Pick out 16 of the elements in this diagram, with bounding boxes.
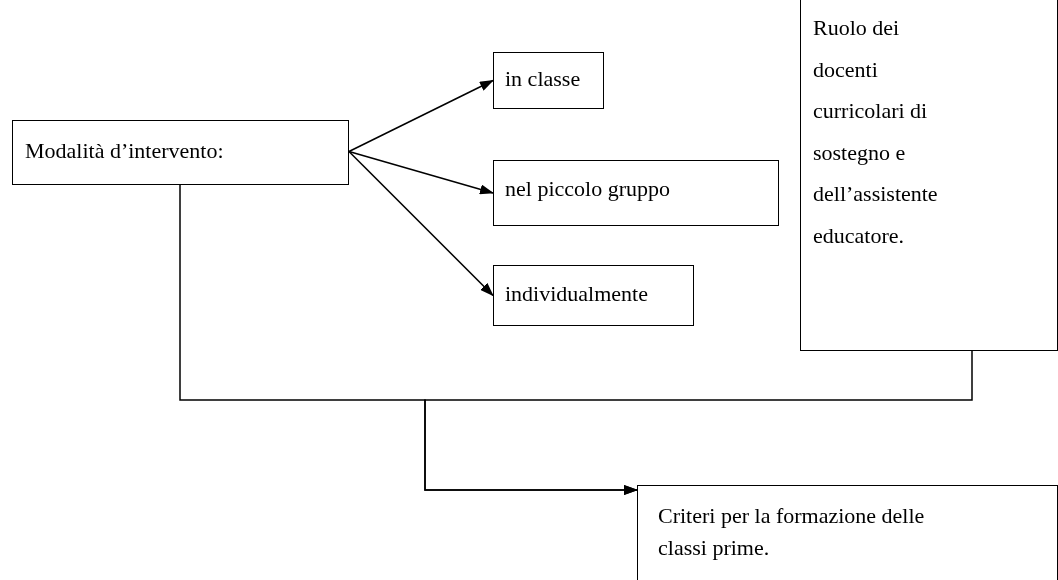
box-label: in classe — [505, 65, 582, 93]
text-box — [493, 265, 694, 326]
box-label: nel piccolo gruppo — [505, 175, 671, 203]
connector-arrow — [348, 79, 494, 153]
connector-arrow — [348, 150, 494, 195]
box-label: Criteri per la formazione delle classi prime. — [658, 502, 926, 562]
connector-arrow — [348, 150, 494, 297]
text-box — [637, 485, 1058, 580]
text-box — [493, 160, 779, 226]
box-label: Modalità d’intervento: — [25, 137, 225, 165]
box-label: Ruolo dei docenti curricolari di sostegno e dell’assistente educatore. — [813, 14, 939, 250]
text-box — [800, 0, 1058, 351]
box-label: individualmente — [505, 280, 649, 308]
text-box — [12, 120, 349, 185]
connector-arrow — [424, 350, 973, 495]
text-box — [493, 52, 604, 109]
